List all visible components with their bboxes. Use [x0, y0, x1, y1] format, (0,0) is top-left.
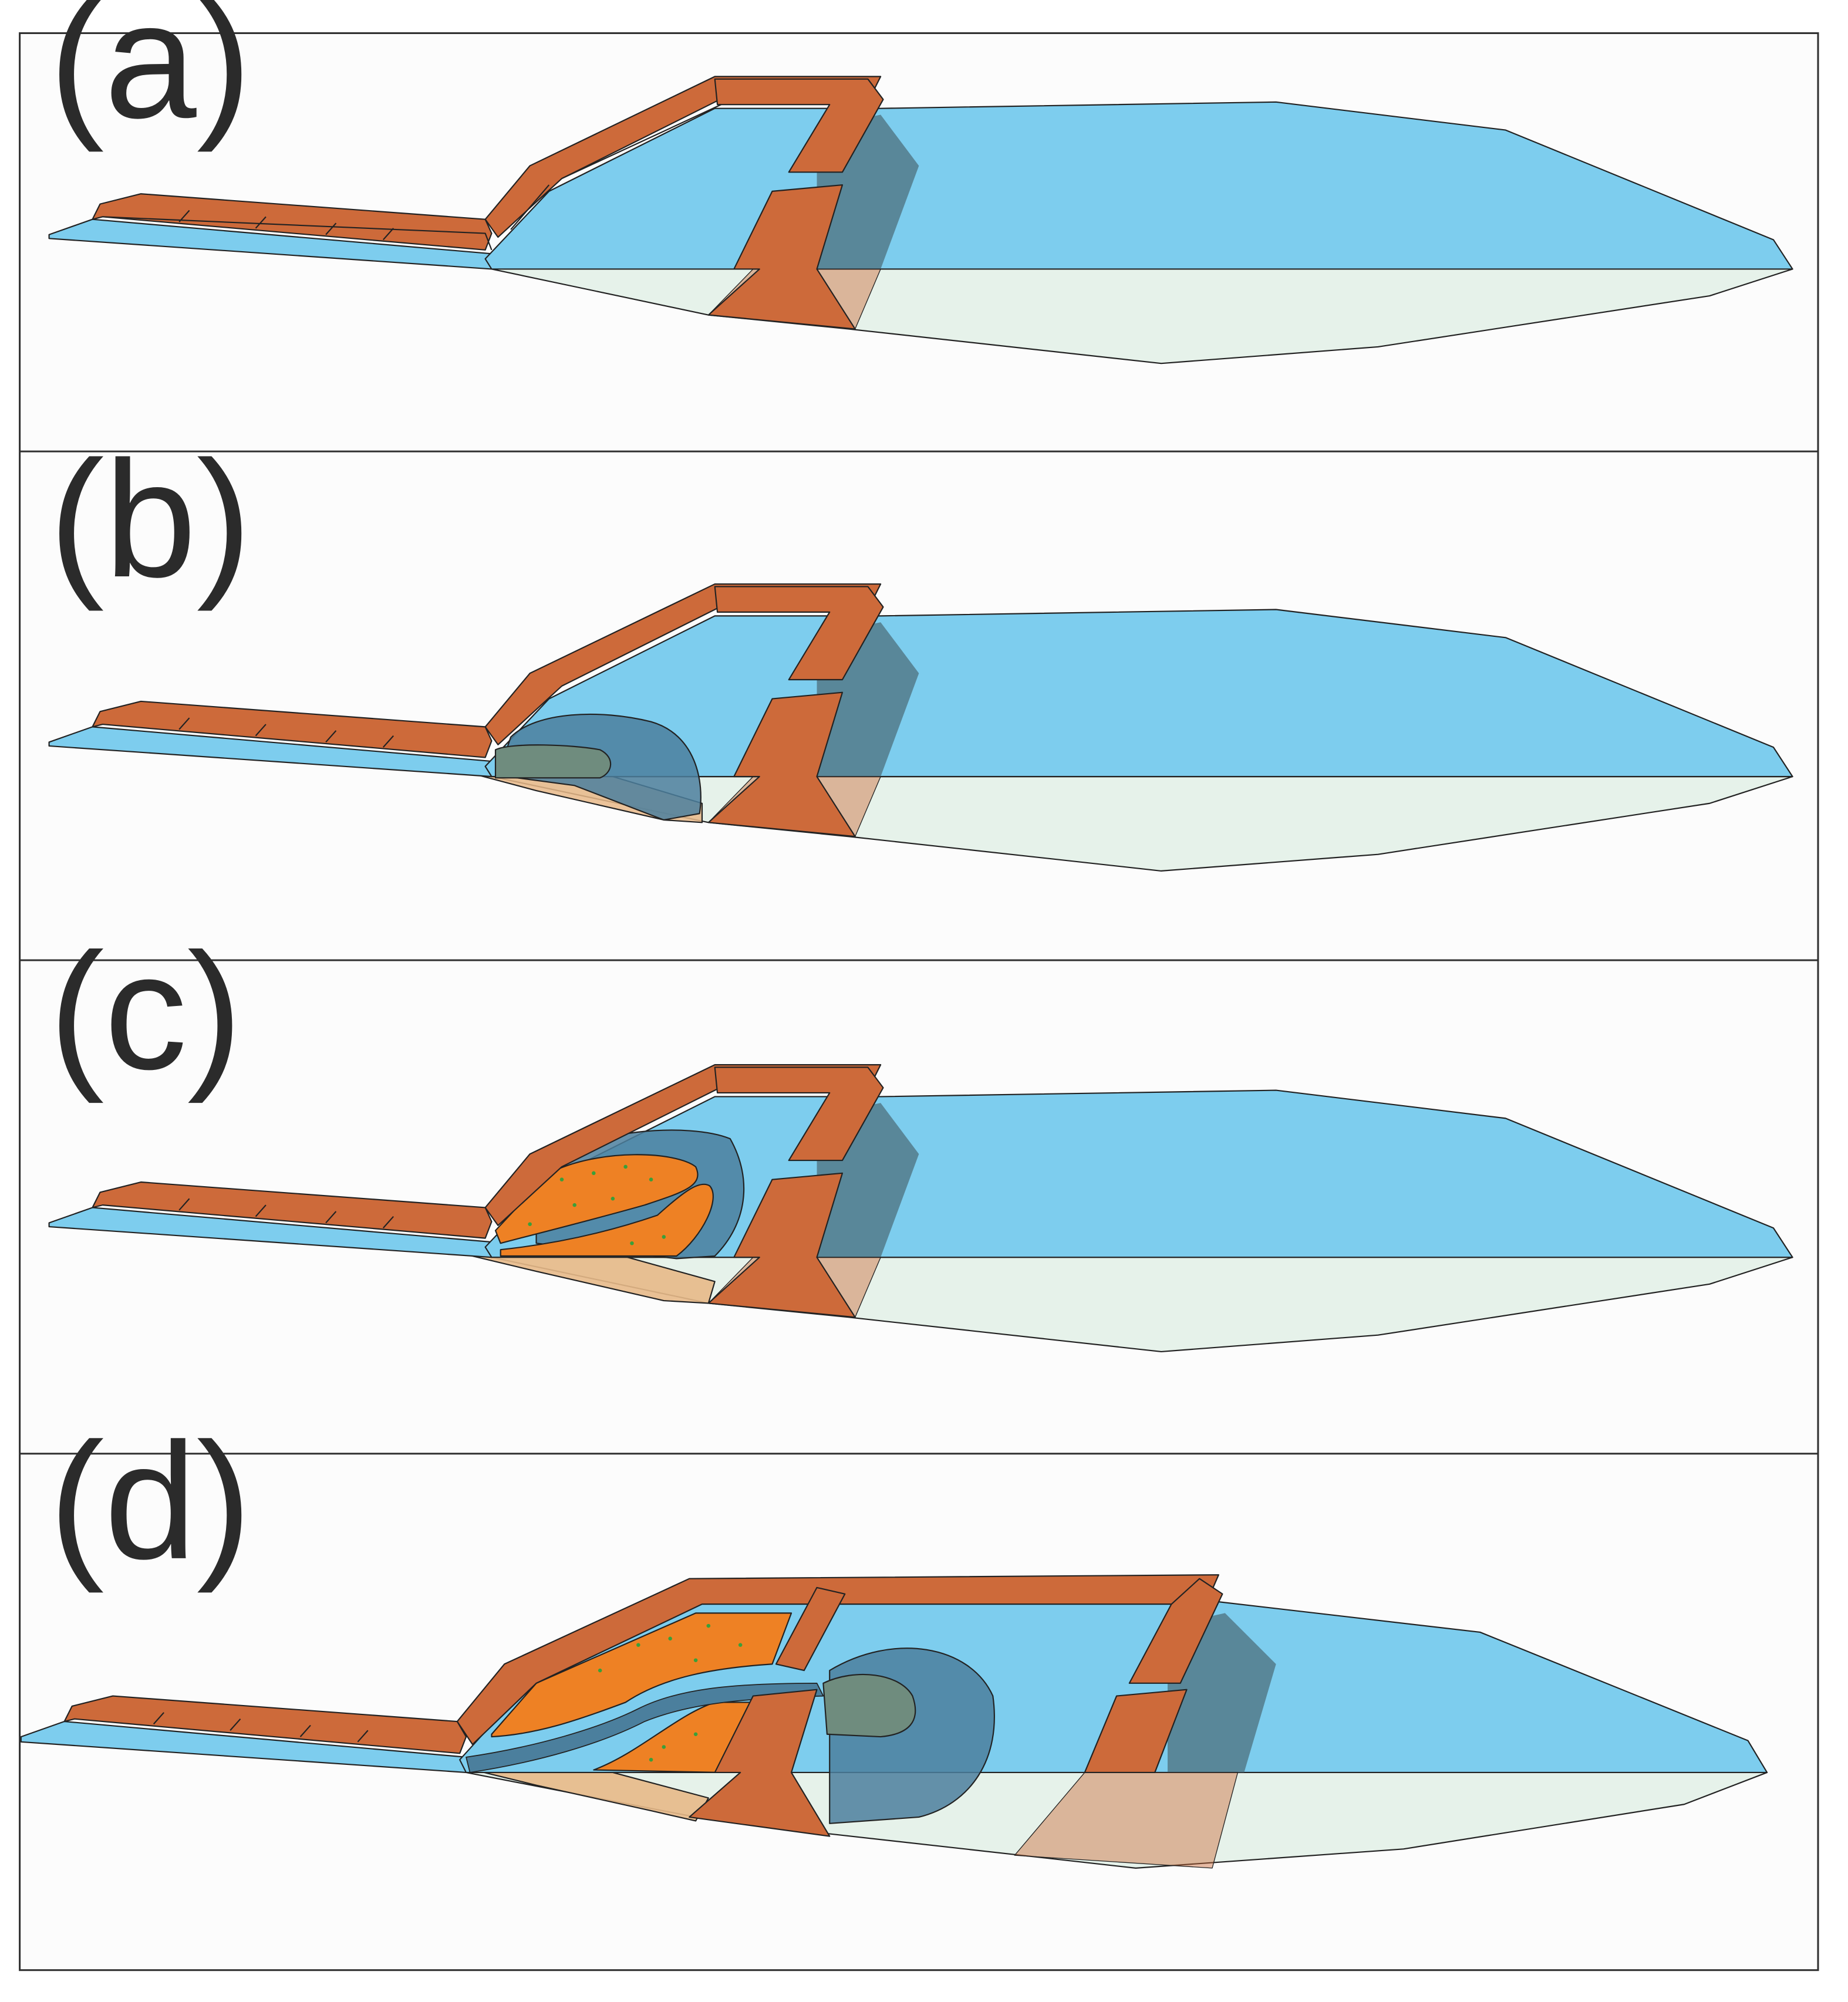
levee-crest — [714, 78, 884, 173]
dam-submerged — [1014, 1772, 1239, 1869]
levee-line — [510, 184, 550, 230]
levee-segment — [255, 724, 267, 737]
levee-crest — [714, 586, 884, 681]
levee-segment — [178, 210, 190, 222]
levee-left — [92, 1181, 493, 1239]
panel-label: (c) — [49, 919, 242, 1105]
dam-core — [707, 691, 856, 838]
levee-line — [561, 104, 722, 180]
feeder-channel — [466, 1682, 824, 1773]
levee-segment — [325, 1211, 337, 1224]
vegetation-dots — [598, 1623, 743, 1762]
vegetation-dots — [528, 1164, 666, 1245]
dam-core — [707, 184, 856, 330]
levee-left — [92, 193, 493, 251]
levee-left — [92, 700, 493, 758]
levee-segment — [383, 735, 394, 748]
dam-core — [707, 1172, 856, 1318]
levee-segment — [255, 216, 267, 229]
panel-label: (b) — [49, 426, 252, 613]
levee-segment — [153, 1712, 164, 1725]
panel-a — [48, 76, 1793, 364]
panel-b — [48, 583, 1793, 872]
levee-segment — [383, 1216, 394, 1228]
levee-segment — [178, 1198, 190, 1211]
levee-segment — [357, 1730, 369, 1743]
levee-segment — [299, 1724, 311, 1737]
dam-core — [689, 1689, 831, 1837]
delta-core — [822, 1673, 916, 1738]
delta-core — [494, 744, 612, 779]
panel-label: (d) — [49, 1408, 252, 1595]
dam-core — [1084, 1689, 1188, 1774]
levee-divider — [775, 1586, 846, 1672]
panel-c — [48, 1064, 1793, 1353]
infill-lower — [500, 1183, 714, 1257]
panel-label: (a) — [49, 0, 252, 154]
panel-d — [20, 1574, 1768, 1869]
levee-segment — [255, 1204, 267, 1217]
levee-line — [102, 216, 493, 251]
levee-segment — [178, 717, 190, 730]
levee-segment — [230, 1718, 241, 1731]
levee-crest — [714, 1066, 884, 1162]
infill-upper — [491, 1612, 793, 1738]
levee-segment — [325, 730, 337, 743]
levee-segment — [325, 222, 337, 235]
levee-crest — [1128, 1578, 1223, 1684]
levee-segment — [383, 228, 394, 241]
